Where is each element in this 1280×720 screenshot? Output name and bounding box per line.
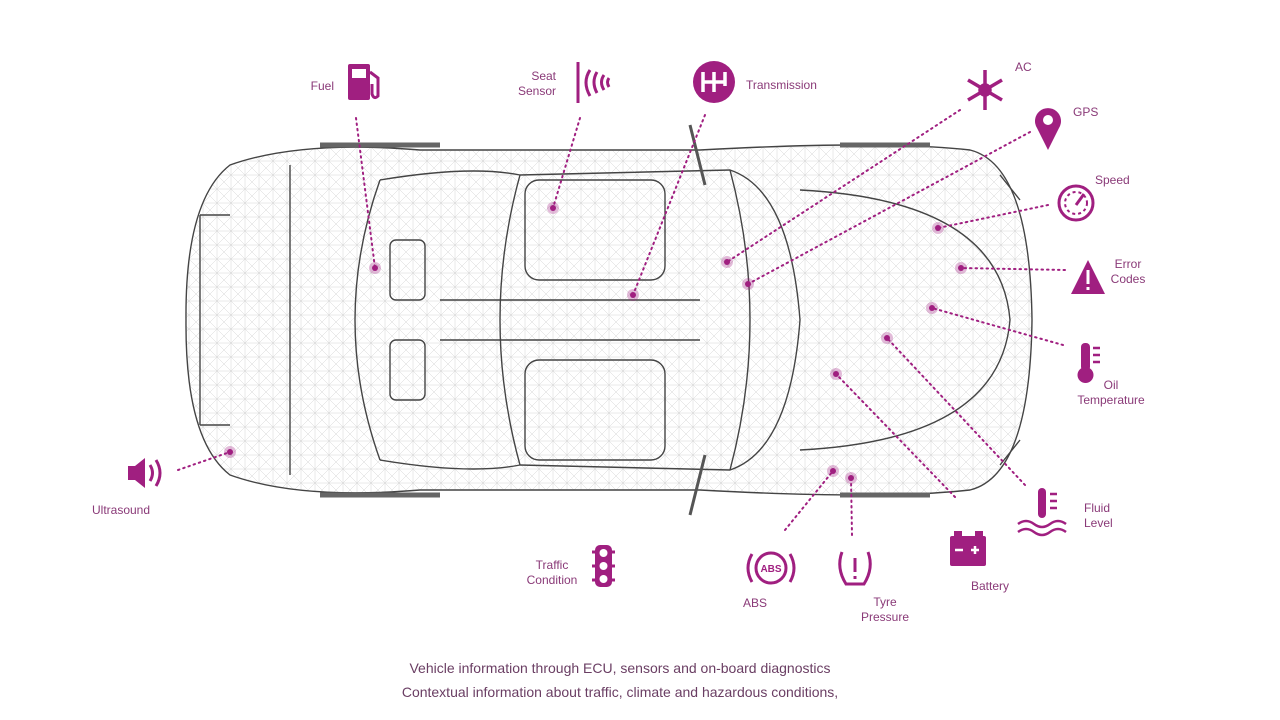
speaker-icon bbox=[128, 458, 162, 488]
label-line: Tyre bbox=[873, 595, 897, 609]
label-ac: AC bbox=[1015, 60, 1032, 74]
label-abs: ABS bbox=[743, 596, 768, 610]
warning-icon bbox=[1071, 260, 1105, 294]
sensor-dot-fuel bbox=[372, 265, 378, 271]
feature-icons: ABS bbox=[128, 61, 1105, 587]
thermometer-icon bbox=[1077, 343, 1100, 383]
car-body bbox=[185, 124, 1033, 516]
svg-text:ABS: ABS bbox=[760, 564, 781, 575]
label-line: Codes bbox=[1110, 272, 1146, 286]
label-transmission: Transmission bbox=[746, 78, 817, 92]
speedometer-icon bbox=[1057, 184, 1095, 222]
abs-icon: ABS bbox=[746, 551, 796, 585]
label-line: Oil bbox=[1103, 378, 1119, 392]
label-line: Sensor bbox=[517, 84, 556, 98]
sensor-dot-seat bbox=[550, 205, 556, 211]
leader-lines bbox=[177, 109, 1066, 536]
footer-line-1: Vehicle information through ECU, sensors… bbox=[409, 660, 831, 676]
sensor-dot-gps bbox=[745, 281, 751, 287]
sensor-dot-ac bbox=[724, 259, 730, 265]
label-line: Error bbox=[1114, 257, 1142, 271]
gear-shift-icon bbox=[693, 61, 735, 103]
battery-icon bbox=[950, 531, 986, 566]
label-line: Condition bbox=[526, 573, 578, 587]
leader-line-abs bbox=[784, 470, 834, 531]
leader-line-ultrasound bbox=[177, 451, 231, 471]
sensor-dot-tyre bbox=[848, 475, 854, 481]
label-ultrasound: Ultrasound bbox=[92, 503, 151, 517]
sensor-dot-ultrasound bbox=[227, 449, 233, 455]
sensor-dot-error bbox=[958, 265, 964, 271]
leader-line-fuel bbox=[355, 117, 376, 269]
leader-line-gps bbox=[747, 131, 1031, 285]
leader-line-seat bbox=[552, 117, 581, 209]
label-line: Pressure bbox=[860, 610, 910, 624]
label-fuel: Fuel bbox=[310, 79, 334, 93]
seat-sensor-icon bbox=[576, 62, 611, 103]
leader-line-battery bbox=[835, 373, 956, 498]
label-line: Seat bbox=[531, 69, 556, 83]
label-line: Temperature bbox=[1077, 393, 1145, 407]
leader-line-tyre bbox=[850, 477, 853, 536]
label-gps: GPS bbox=[1073, 105, 1099, 119]
fuel-pump-icon bbox=[348, 64, 380, 100]
label-line: Fluid bbox=[1084, 501, 1111, 515]
sensor-dot-fluid bbox=[884, 335, 890, 341]
traffic-light-icon bbox=[592, 545, 615, 587]
leader-line-fluid bbox=[886, 337, 1026, 486]
label-line: Level bbox=[1084, 516, 1113, 530]
sensor-dot-abs bbox=[830, 468, 836, 474]
label-speed: Speed bbox=[1095, 173, 1130, 187]
sensor-dot-transmission bbox=[630, 292, 636, 298]
label-battery: Battery bbox=[971, 579, 1010, 593]
sensor-dot-oil bbox=[929, 305, 935, 311]
leader-line-transmission bbox=[632, 114, 706, 296]
sensor-dots bbox=[224, 202, 967, 484]
sensor-dot-speed bbox=[935, 225, 941, 231]
leader-line-speed bbox=[937, 204, 1049, 229]
sensor-dot-battery bbox=[833, 371, 839, 377]
map-pin-icon bbox=[1035, 108, 1061, 150]
footer-line-2: Contextual information about traffic, cl… bbox=[401, 684, 839, 700]
snowflake-icon bbox=[967, 70, 1003, 110]
leader-line-ac bbox=[726, 109, 961, 263]
leader-line-oil bbox=[931, 307, 1064, 346]
label-line: Traffic bbox=[535, 558, 569, 572]
tyre-pressure-icon bbox=[838, 551, 872, 586]
leader-line-error bbox=[960, 267, 1066, 271]
fluid-level-icon bbox=[1017, 488, 1067, 537]
